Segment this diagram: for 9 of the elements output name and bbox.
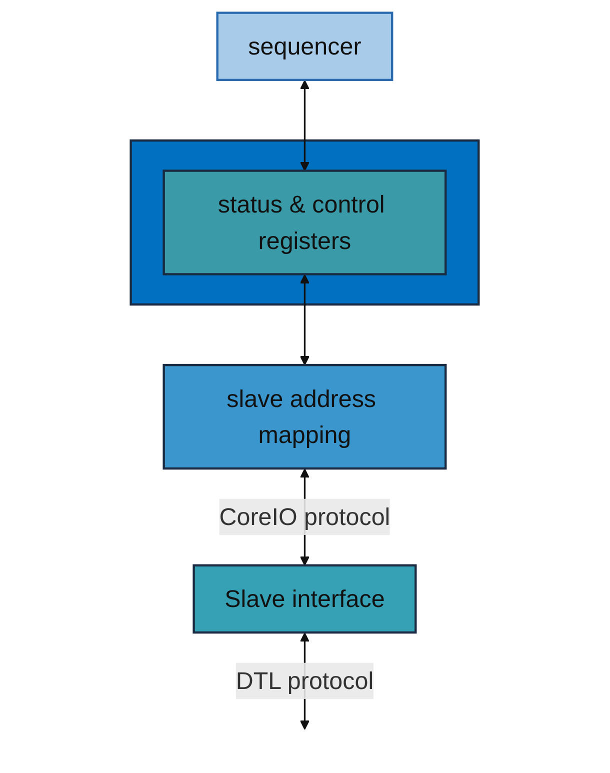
node-box: sequencer (216, 12, 394, 82)
node-box: status & control registers (163, 170, 447, 276)
arrow (300, 80, 310, 172)
cluster (130, 139, 480, 306)
edge-label: DTL protocol (236, 667, 374, 695)
arrow (300, 274, 310, 366)
node-box: slave address mapping (163, 364, 447, 470)
node-box: Slave interface (192, 564, 418, 634)
edge-label: CoreIO protocol (220, 503, 390, 531)
